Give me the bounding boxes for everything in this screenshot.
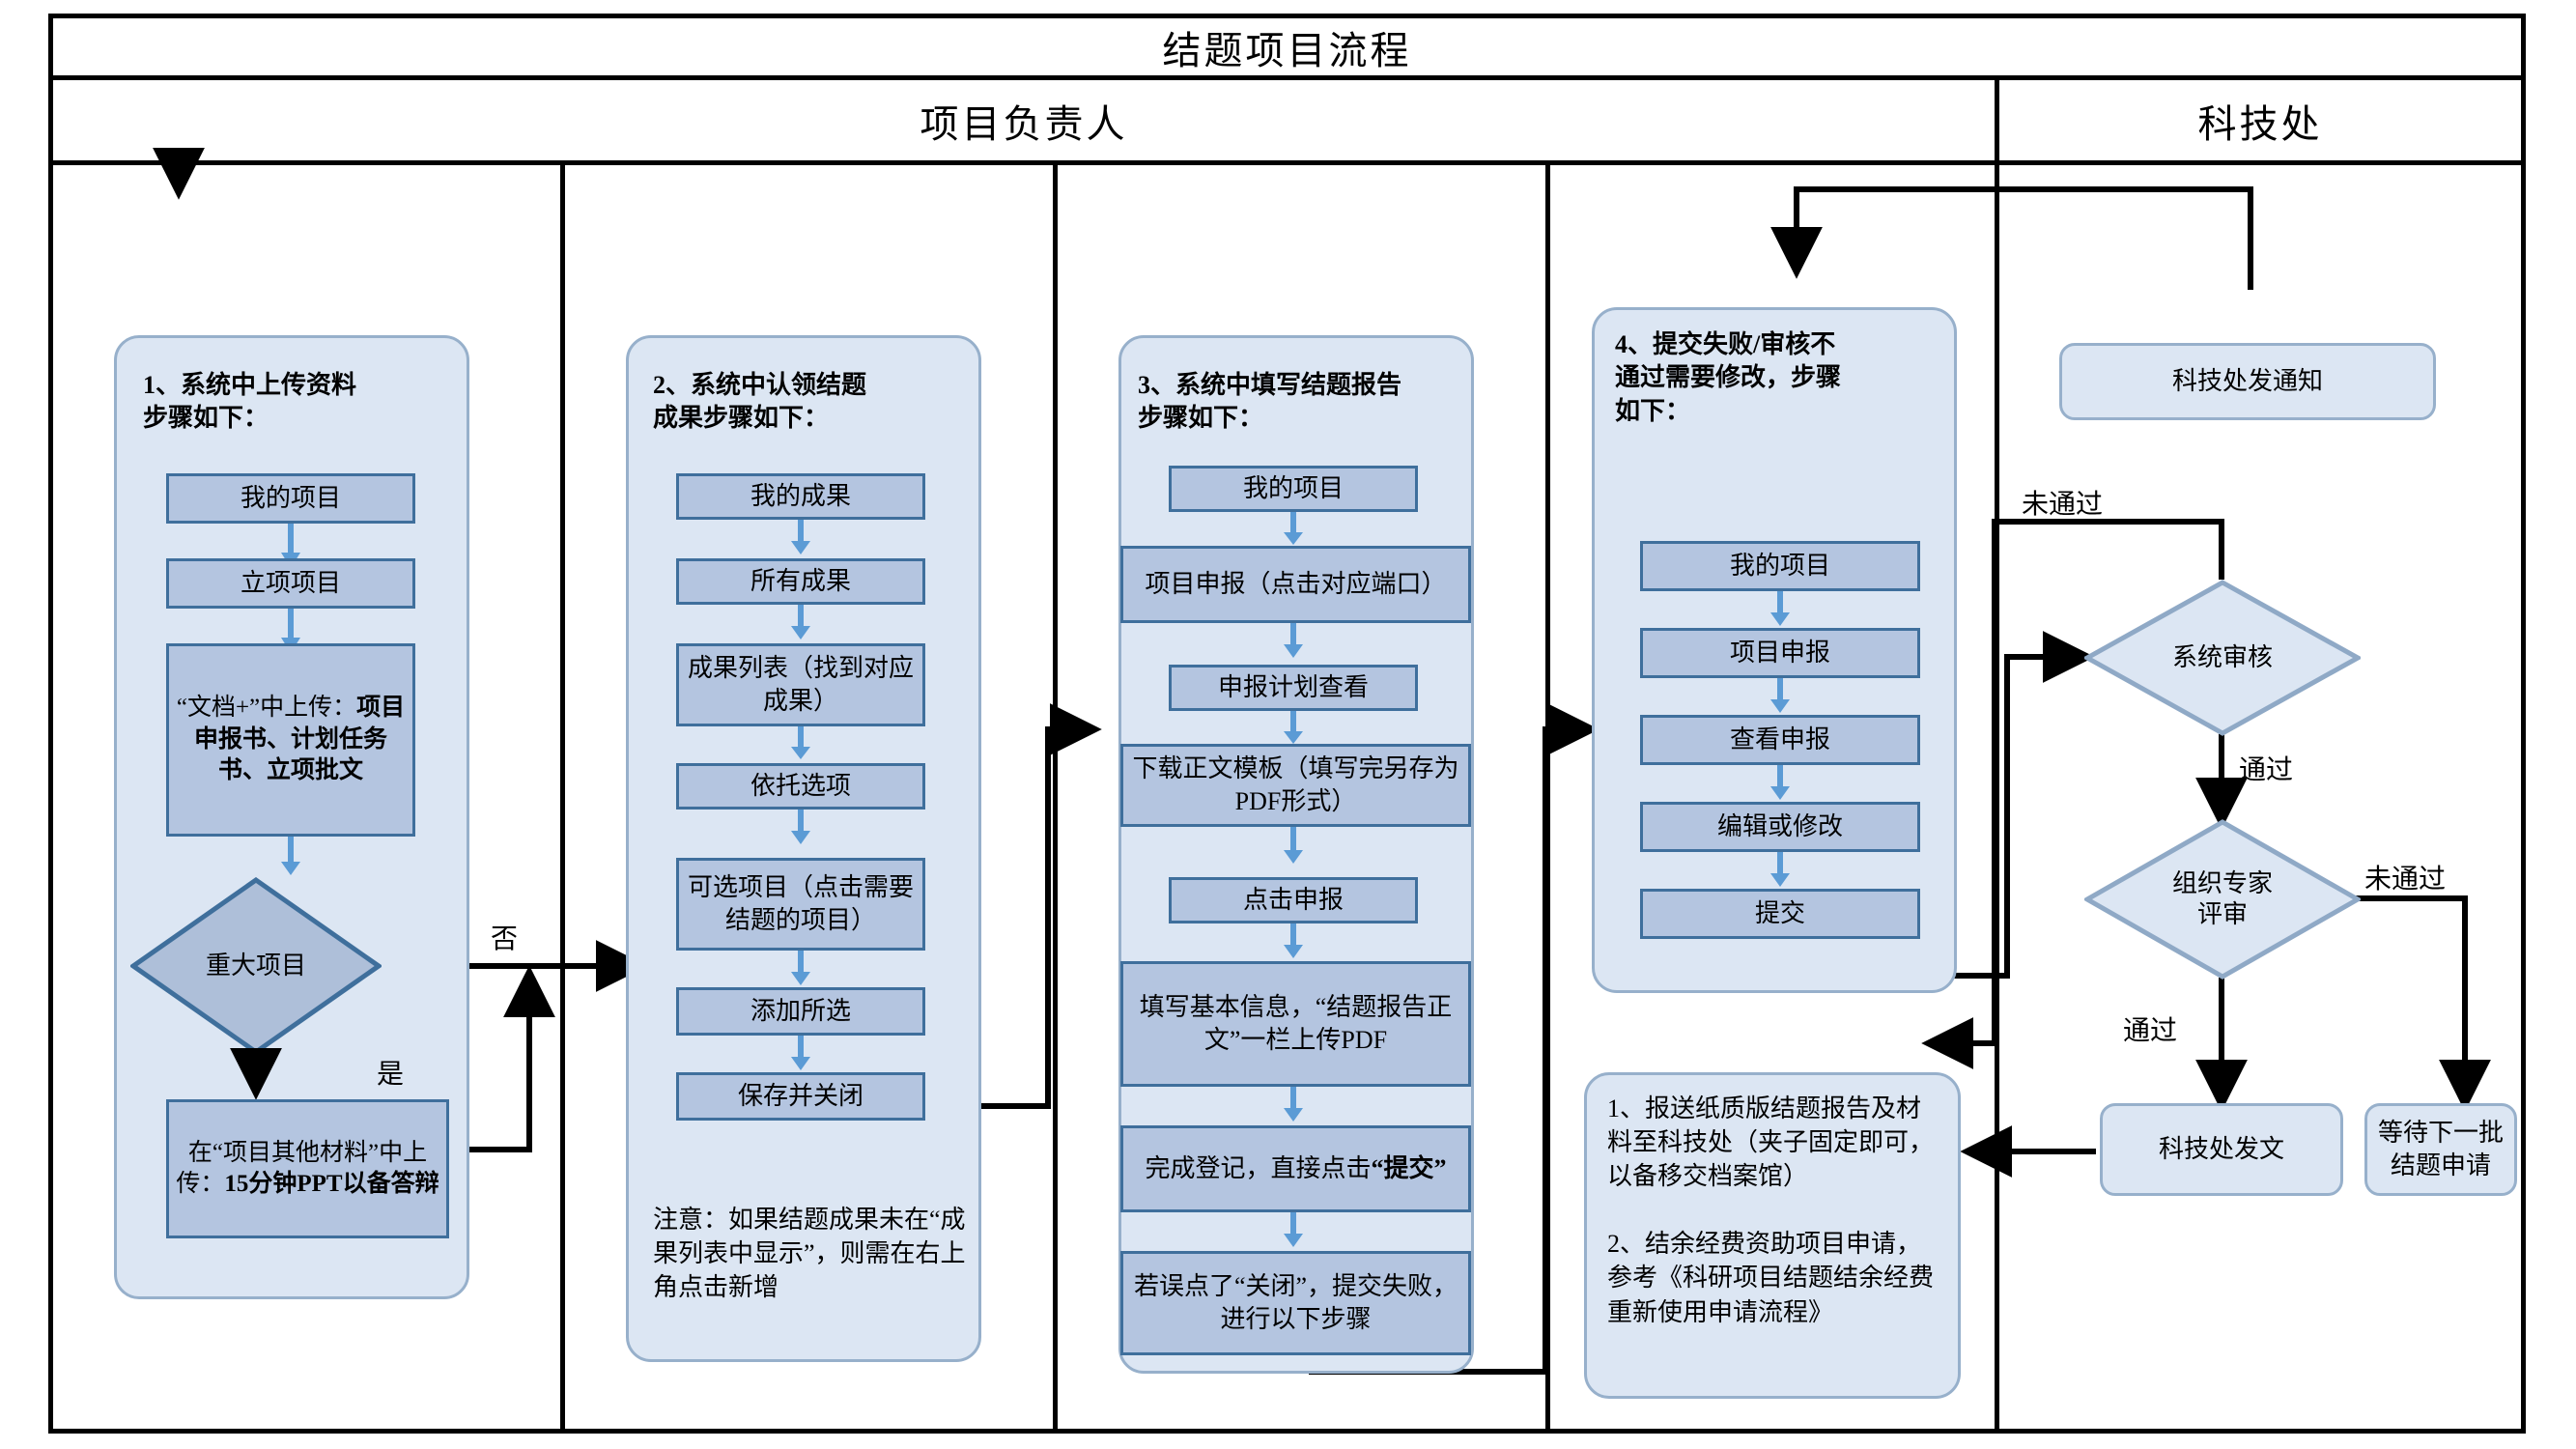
lane-header-office: 科技处: [2197, 101, 2323, 146]
step-col3-view-plan[interactable]: 申报计划查看: [1169, 665, 1418, 711]
step-col3-download-template[interactable]: 下载正文模板（填写完另存为PDF形式）: [1120, 744, 1471, 827]
arrow-down-icon: [787, 605, 814, 641]
group-2-heading: 2、系统中认领结题 成果步骤如下：: [653, 371, 867, 433]
decision-expert-review-label: 组织专家 评审: [2171, 868, 2273, 929]
step-col1-upload-docs[interactable]: “文档+”中上传：项目申报书、计划任务书、立项批文: [166, 643, 415, 837]
arrow-down-icon: [1767, 591, 1794, 628]
step-col2-result-list[interactable]: 成果列表（找到对应成果）: [676, 643, 925, 726]
step-col3-click-apply[interactable]: 点击申报: [1169, 877, 1418, 923]
note-col4-bottom: 1、报送纸质版结题报告及材料至科技处（夹子固定即可，以备移交档案馆） 2、结余经…: [1607, 1094, 1935, 1326]
decision-system-review[interactable]: 系统审核: [2081, 580, 2364, 736]
edge-label-expert-fail: 未通过: [2364, 865, 2447, 895]
step-col2-support-option[interactable]: 依托选项: [676, 763, 925, 810]
arrow-down-icon: [1767, 678, 1794, 715]
edge-label-system-pass: 通过: [2239, 755, 2294, 785]
lane-header-owner: 项目负责人: [920, 101, 1128, 146]
col-divider-2: [1053, 160, 1058, 1434]
step-col3-complete-submit[interactable]: 完成登记，直接点击“提交”: [1120, 1125, 1471, 1212]
arrow-down-icon: [277, 524, 304, 570]
edge-label-yes: 是: [377, 1060, 405, 1090]
arrow-down-icon: [1280, 711, 1307, 746]
diagram-outer-frame: [48, 14, 2526, 1434]
step-col3-my-project[interactable]: 我的项目: [1169, 466, 1418, 512]
step-col2-save-close[interactable]: 保存并关闭: [676, 1072, 925, 1121]
step-col1-upload-docs-label: “文档+”中上传：项目申报书、计划任务书、立项批文: [176, 695, 406, 784]
edge-label-system-fail: 未通过: [2022, 490, 2104, 520]
step-col4-my-project[interactable]: 我的项目: [1640, 541, 1920, 591]
arrow-down-icon: [277, 609, 304, 655]
arrow-down-icon: [1280, 623, 1307, 660]
note-col2: 注意：如果结题成果未在“成果列表中显示”，则需在右上角点击新增: [653, 1206, 966, 1302]
arrow-down-icon: [787, 726, 814, 761]
arrow-down-icon: [787, 1036, 814, 1072]
col-divider-1: [560, 160, 565, 1434]
step-col4-project-apply[interactable]: 项目申报: [1640, 628, 1920, 678]
step-col3-misclick-close[interactable]: 若误点了“关闭”，提交失败，进行以下步骤: [1120, 1251, 1471, 1355]
title-row-divider: [48, 75, 2526, 80]
step-col2-all-results[interactable]: 所有成果: [676, 558, 925, 605]
step-col2-add-selected[interactable]: 添加所选: [676, 987, 925, 1036]
arrow-down-icon: [277, 837, 304, 877]
edge-label-no: 否: [491, 924, 519, 954]
step-col4-submit[interactable]: 提交: [1640, 889, 1920, 939]
arrow-down-icon: [1280, 827, 1307, 866]
lane-header-divider: [48, 160, 2526, 165]
arrow-down-icon: [787, 520, 814, 556]
col-divider-3: [1545, 160, 1550, 1434]
step-col4-view-apply[interactable]: 查看申报: [1640, 715, 1920, 765]
result-notice-box[interactable]: 科技处发通知: [2059, 343, 2436, 420]
arrow-down-icon: [787, 951, 814, 987]
lane-split-line: [1995, 75, 1999, 1434]
step-col1-upload-ppt[interactable]: 在“项目其他材料”中上传：15分钟PPT以备答辩: [166, 1099, 449, 1238]
group-4-heading: 4、提交失败/审核不 通过需要修改，步骤 如下：: [1615, 330, 1842, 425]
step-col3-project-apply[interactable]: 项目申报（点击对应端口）: [1120, 546, 1471, 623]
result-wait-next-batch[interactable]: 等待下一批结题申请: [2364, 1103, 2517, 1196]
step-col1-approved-project[interactable]: 立项项目: [166, 558, 415, 609]
step-col2-selectable-projects[interactable]: 可选项目（点击需要结题的项目）: [676, 858, 925, 951]
group-column-4-bottom: [1584, 1072, 1961, 1399]
step-col4-edit-modify[interactable]: 编辑或修改: [1640, 802, 1920, 852]
arrow-down-icon: [787, 810, 814, 846]
step-col1-my-project[interactable]: 我的项目: [166, 473, 415, 524]
decision-col1-major-project[interactable]: 重大项目: [128, 876, 383, 1056]
decision-system-review-label: 系统审核: [2171, 642, 2273, 671]
group-3-heading: 3、系统中填写结题报告 步骤如下：: [1138, 371, 1402, 433]
arrow-down-icon: [1280, 512, 1307, 547]
step-col1-upload-ppt-label: 在“项目其他材料”中上传：15分钟PPT以备答辩: [176, 1139, 439, 1198]
arrow-down-icon: [1767, 852, 1794, 889]
result-office-issue[interactable]: 科技处发文: [2100, 1103, 2343, 1196]
step-col3-fill-basic-info[interactable]: 填写基本信息，“结题报告正文”一栏上传PDF: [1120, 961, 1471, 1087]
group-1-heading: 1、系统中上传资料 步骤如下：: [143, 371, 357, 433]
decision-expert-review[interactable]: 组织专家 评审: [2081, 819, 2364, 980]
step-col2-my-results[interactable]: 我的成果: [676, 473, 925, 520]
arrow-down-icon: [1767, 765, 1794, 802]
page-title: 结题项目流程: [1162, 28, 1412, 72]
edge-label-expert-pass: 通过: [2123, 1016, 2178, 1046]
arrow-down-icon: [1280, 923, 1307, 960]
arrow-down-icon: [1280, 1087, 1307, 1123]
arrow-down-icon: [1280, 1212, 1307, 1249]
decision-col1-label: 重大项目: [205, 951, 306, 980]
